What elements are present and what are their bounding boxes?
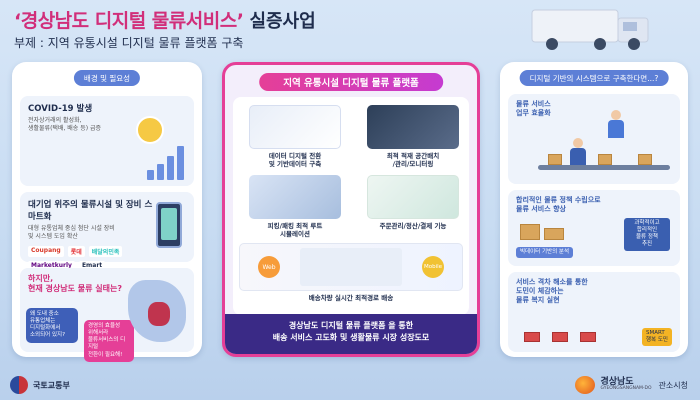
house-icon [552,332,568,342]
smart-facility-title: 대기업 위주의 물류시설 및 장비 스마트화 [28,200,153,222]
bigdata-chip: 빅데이터 기반의 분석 [516,246,574,258]
status-question: 하지만, 현재 경상남도 물류 실태는? [28,274,122,293]
gyeongnam-label-en: GYEONGSANGNAM-DO [600,386,652,392]
platform-features: 데이터 디지털 전환 및 기반데이터 구축 최적 적재 공간배치 /관리/모니터… [233,97,469,315]
logo-kurly: Marketkurly [28,261,75,271]
covid-section: COVID-19 발생 전자상거래의 활성화, 생활물류(택배, 배송 등) 급… [20,96,194,186]
speech-bubble-answer: 경영의 효율성 위해서라 물류서비스의 디지털 전환이 필요해! [84,320,134,362]
government-emblem-icon [10,376,28,394]
parcel-icon [544,228,564,240]
logo-emart: Emart [78,261,106,271]
delivery-route-graphic: Web Mobile [239,243,463,291]
feature-picking-route: 피킹/패킹 최적 루트 시뮬레이션 [239,175,351,239]
happy-citizen-chip: SMART 행복 도민 [642,327,672,346]
company-logos: Coupang 롯데 배달의민족 Marketkurly Emart [28,246,148,271]
efficiency-section: 물류 서비스 업무 효율화 [508,94,680,184]
order-dashboard-icon [367,175,459,219]
covid-body: 전자상거래의 활성화, 생활물류(택배, 배송 등) 급증 [28,117,102,133]
platform-goal-line2: 배송 서비스 고도화 및 생활물류 시장 성장도모 [272,332,430,342]
welfare-section: 서비스 격차 해소를 통한 도민이 체감하는 물류 복지 실현 SMART 행복… [508,272,680,352]
parcel-icon [598,154,612,165]
house-icon [524,332,540,342]
platform-panel: 지역 유통시설 디지털 물류 플랫폼 데이터 디지털 전환 및 기반데이터 구축… [222,62,480,357]
parcel-icon [520,224,540,240]
title-quote: ‘ [14,10,21,32]
current-status-section: 하지만, 현재 경상남도 물류 실태는? 왜 도내 중소 유통업체는 디지털화에… [20,268,194,362]
feature-data-conversion: 데이터 디지털 전환 및 기반데이터 구축 [239,105,351,169]
mobile-icon: Mobile [422,256,444,278]
coin-icon [136,116,164,144]
logo-baemin: 배달의민족 [88,246,123,258]
background-pill: 배경 및 필요성 [73,70,141,86]
molit-logo: 국토교통부 [10,376,70,394]
title-tail: 실증사업 [249,11,316,32]
warehouse-monitor-icon [367,105,459,149]
feature-order-management-label: 주문관리/정산/결제 기능 [379,222,447,230]
route-map-icon [300,248,402,286]
covid-title: COVID-19 발생 [28,104,93,114]
parcel-icon [548,154,562,165]
data-boxes-icon [249,105,341,149]
efficiency-title: 물류 서비스 업무 효율화 [516,100,551,118]
house-icon [580,332,596,342]
page-title: ‘경상남도 디지털 물류서비스’ [14,6,244,33]
platform-goal-line1: 경상남도 디지털 물류 플랫폼 을 통한 [288,321,414,330]
logo-lotte: 롯데 [67,246,85,258]
platform-goal: 경상남도 디지털 물류 플랫폼 을 통한 배송 서비스 고도화 및 생활물류 시… [225,314,477,354]
smart-facility-body: 대형 유통업체 중심 첨단 시설 장비 및 시스템 도입 확산 [28,225,115,241]
warehouse-layout-icon [249,175,341,219]
speech-bubble-question: 왜 도내 중소 유통업체는 디지털화에서 소외되어 있지? [26,308,78,343]
feature-optimal-loading: 최적 적재 공간배치 /관리/모니터링 [357,105,469,169]
feature-delivery-route: Web Mobile 배송차량 실시간 최적경로 배송 [239,243,463,311]
logo-coupang: Coupang [28,246,64,258]
page-subtitle: 부제 : 지역 유통시설 디지털 물류 플랫폼 구축 [14,36,244,50]
growth-chart-icon [147,146,184,180]
page-title-row: ‘경상남도 디지털 물류서비스’ 실증사업 [14,6,316,33]
background-panel: 배경 및 필요성 COVID-19 발생 전자상거래의 활성화, 생활물류(택배… [12,62,202,362]
feature-order-management: 주문관리/정산/결제 기능 [357,175,469,230]
gyeongnam-map-icon [128,280,186,342]
feature-picking-route-label: 피킹/패킹 최적 루트 시뮬레이션 [267,222,323,239]
truck-illustration [531,9,649,50]
feature-delivery-route-label: 배송차량 실시간 최적경로 배송 [308,294,394,302]
worker-icon [608,110,624,138]
parcel-icon [638,154,652,165]
outcome-pill: 디지털 기반의 시스템으로 구축한다면...? [519,70,669,86]
feature-data-conversion-label: 데이터 디지털 전환 및 기반데이터 구축 [268,152,322,169]
welfare-title: 서비스 격차 해소를 통한 도민이 체감하는 물류 복지 실현 [516,278,588,305]
smartphone-icon [156,202,182,248]
policy-section: 합리적인 물류 정책 수립으로 물류 서비스 향상 과학적이고 합리적인 물류 … [508,190,680,266]
title-accent: 경상남도 디지털 물류서비스’ [20,10,244,32]
conveyor-belt-icon [538,165,670,170]
platform-pill: 지역 유통시설 디지털 물류 플랫폼 [259,73,443,91]
feature-optimal-loading-label: 최적 적재 공간배치 /관리/모니터링 [386,152,440,169]
policy-chip: 과학적이고 합리적인 물류 정책 추진 [624,218,670,251]
policy-title: 합리적인 물류 정책 수립으로 물류 서비스 향상 [516,196,601,214]
web-icon: Web [258,256,280,278]
gyeongnam-label: 경상남도 [600,376,634,387]
worker-icon [570,138,586,166]
gyeongnam-emblem-icon [575,376,596,394]
outcome-panel: 디지털 기반의 시스템으로 구축한다면...? 물류 서비스 업무 효율화 합리… [500,62,688,357]
gyeongnam-logo: 경상남도 GYEONGSANGNAM-DO 관소시청 [575,376,688,394]
gyeongnam-side-label: 관소시청 [658,380,688,390]
molit-label: 국토교통부 [33,380,70,390]
smart-facility-section: 대기업 위주의 물류시설 및 장비 스마트화 대형 유통업체 중심 첨단 시설 … [20,192,194,271]
